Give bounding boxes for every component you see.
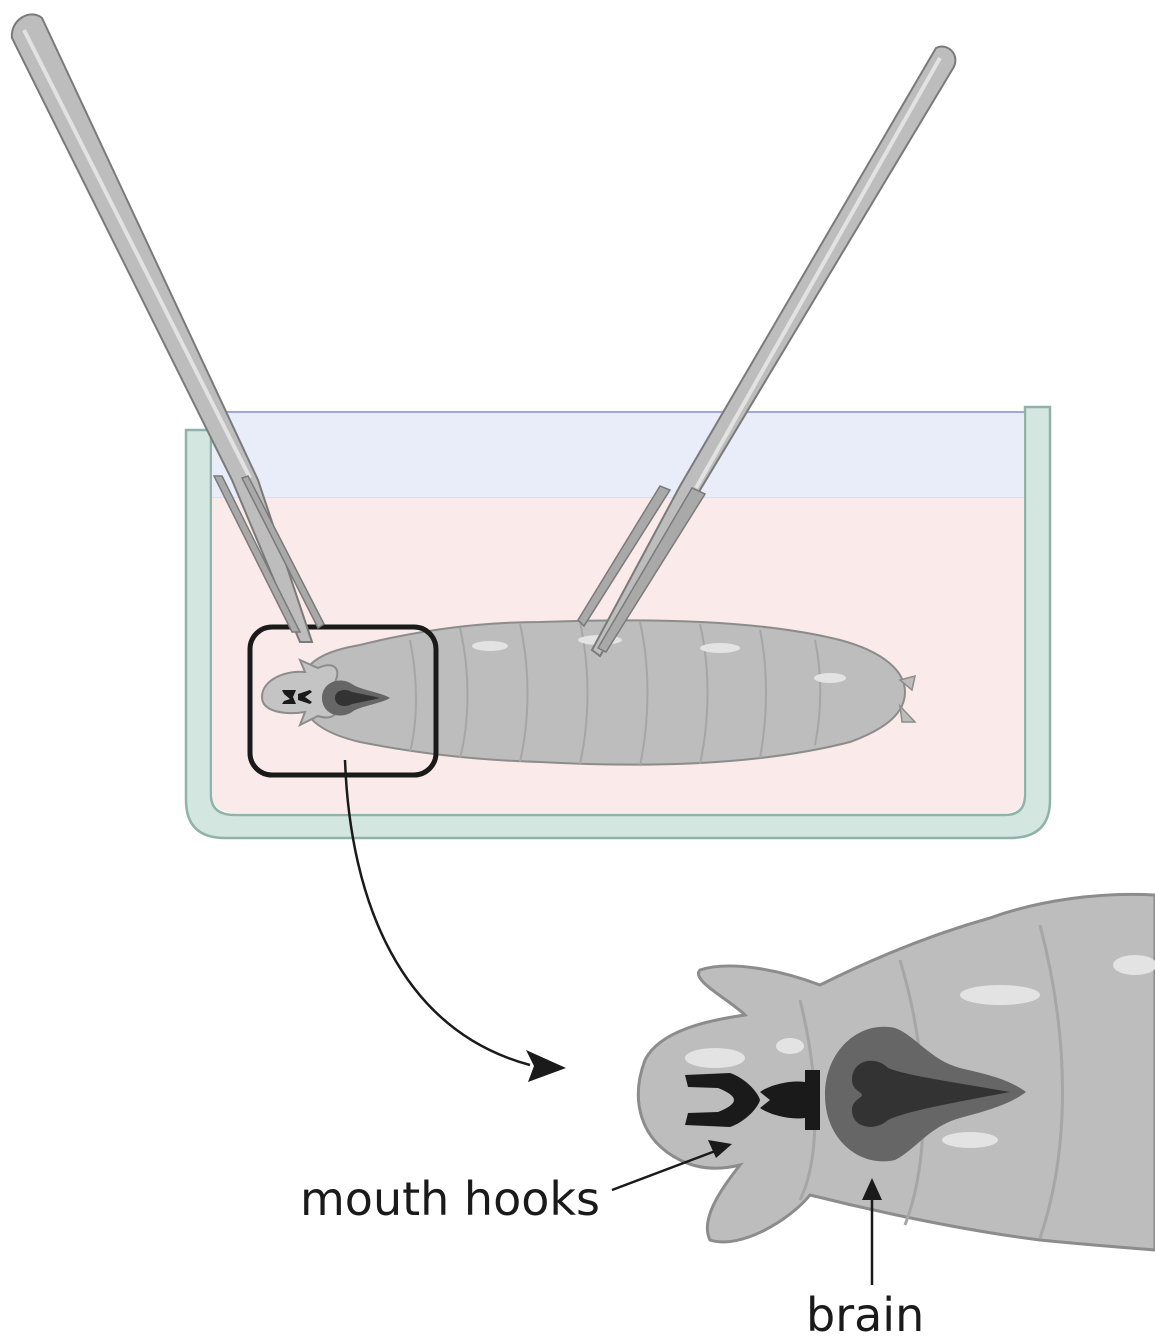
arrow-icon bbox=[612, 1150, 718, 1190]
brain-label: brain bbox=[806, 1292, 924, 1338]
forceps-icon bbox=[12, 14, 324, 642]
larva-icon bbox=[638, 894, 1155, 1250]
arrow-icon bbox=[526, 1050, 566, 1082]
mouth-hooks-label: mouth hooks bbox=[300, 1176, 600, 1222]
liquid-upper-layer bbox=[212, 412, 1024, 498]
